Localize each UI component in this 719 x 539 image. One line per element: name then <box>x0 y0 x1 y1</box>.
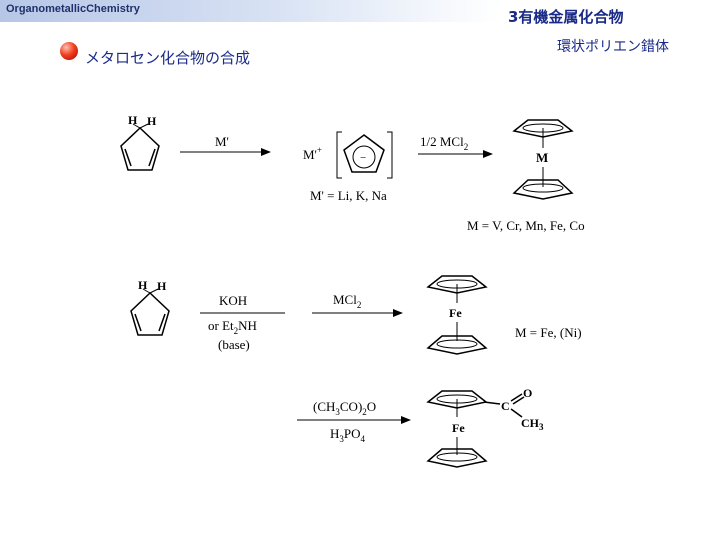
acyl-carbon: C <box>501 399 510 413</box>
anion-charge: − <box>360 152 366 164</box>
cyclopentadienyl-anion: − <box>343 134 385 173</box>
acyl-oxygen: O <box>523 386 532 400</box>
h-label: H <box>138 278 148 292</box>
scheme-1: H H M' M'+ − M' = Li, K, Na 1/2 MCl2 M M… <box>120 113 585 233</box>
reagent-label: 1/2 MCl2 <box>420 134 468 152</box>
scheme-3: (CH3CO)2O H3PO4 Fe C O CH3 <box>297 386 544 468</box>
base-label: KOH <box>219 293 247 308</box>
acetylferrocene: Fe C O CH3 <box>426 386 544 468</box>
scheme-2: H H KOH or Et2NH (base) MCl2 Fe M = Fe, … <box>130 275 582 355</box>
reagent-label: H3PO4 <box>330 426 366 444</box>
methyl-group: CH3 <box>521 416 544 432</box>
bracket-right <box>387 131 393 179</box>
section-title: メタロセン化合物の合成 <box>85 49 251 67</box>
header-bar: OrganometallicChemistry <box>0 0 500 22</box>
cyclopentadiene-2: H H <box>130 278 170 336</box>
reagent-label: (CH3CO)2O <box>313 399 376 417</box>
base-label: (base) <box>218 337 250 352</box>
ferrocene: Fe <box>426 275 488 355</box>
course-title: OrganometallicChemistry <box>6 3 140 15</box>
reagent-label: M' <box>215 134 229 149</box>
metallocene: M <box>512 119 574 200</box>
cation-label: M'+ <box>303 145 322 162</box>
h-label: H <box>147 114 157 128</box>
h-label: H <box>128 113 138 127</box>
reagent-label: MCl2 <box>333 292 361 310</box>
subtitle: 環状ポリエン錯体 <box>557 39 669 55</box>
metal-note: M = Fe, (Ni) <box>515 325 582 340</box>
salt-note: M' = Li, K, Na <box>310 188 387 203</box>
bracket-left <box>336 131 342 179</box>
bullet-icon <box>60 42 78 60</box>
metal-note: M = V, Cr, Mn, Fe, Co <box>467 218 585 233</box>
chapter-title: 3有機金属化合物 <box>508 8 624 26</box>
metal-label: Fe <box>452 421 465 435</box>
cyclopentadiene-1: H H <box>120 113 160 171</box>
base-label: or Et2NH <box>208 318 257 336</box>
metal-label: Fe <box>449 306 462 320</box>
h-label: H <box>157 279 167 293</box>
metal-label: M <box>536 150 548 165</box>
